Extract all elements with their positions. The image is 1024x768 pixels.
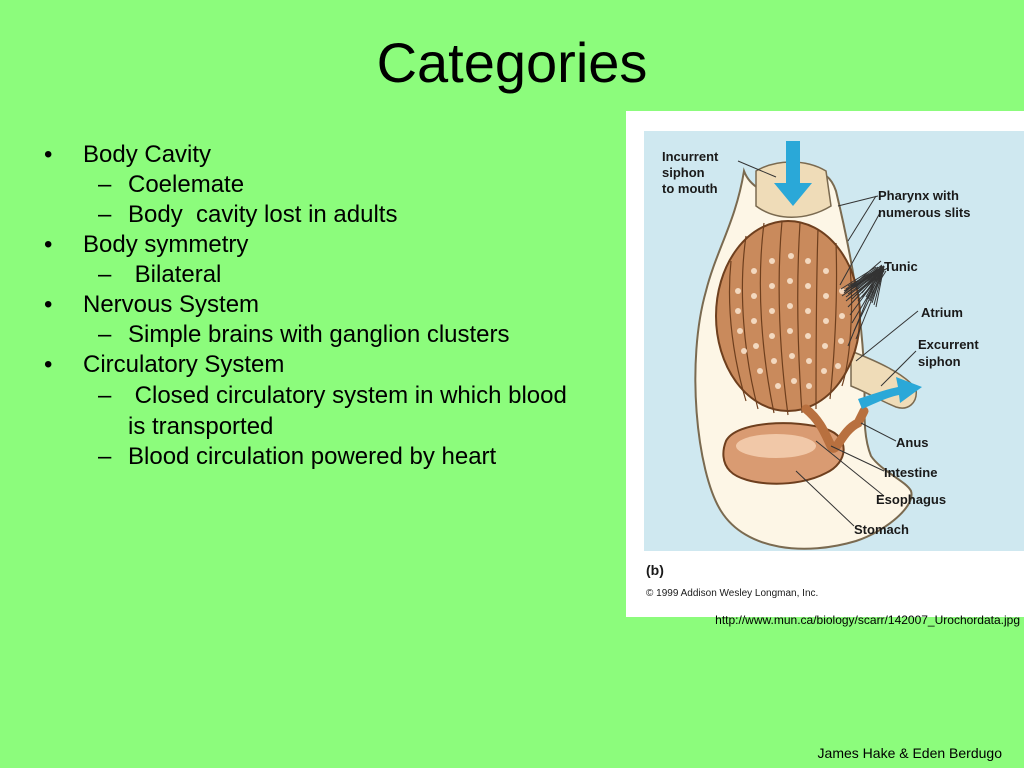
sub-bullet-text: Coelemate xyxy=(128,171,245,198)
sub-bullet-text: Simple brains with ganglion clusters xyxy=(128,321,510,348)
bullet-nervous-system: Nervous System xyxy=(44,290,604,320)
label-atrium: Atrium xyxy=(921,305,963,320)
sub-bullet-text: Closed circulatory system in which blood… xyxy=(128,382,574,440)
bullet-body-symmetry: Body symmetry xyxy=(44,230,604,260)
pharynx xyxy=(715,220,861,412)
sub-bullet-text: Bilateral xyxy=(128,261,222,288)
label-incurrent-2: siphon xyxy=(662,165,705,180)
label-excurrent-1: Excurrent xyxy=(918,337,979,352)
tunicate-illustration: Incurrent siphon to mouth Pharynx with n… xyxy=(644,131,1024,599)
sub-bullet-text: Blood circulation powered by heart xyxy=(128,443,497,470)
slide-title: Categories xyxy=(376,31,648,94)
excurrent-flow-arrow xyxy=(858,377,922,409)
label-intestine: Intestine xyxy=(884,465,937,480)
label-esophagus: Esophagus xyxy=(876,492,946,507)
incurrent-flow-arrow xyxy=(774,141,812,206)
stomach-inner xyxy=(736,434,816,458)
figure-source-url: http://www.mun.ca/biology/scarr/142007_U… xyxy=(715,613,1020,627)
pharynx-slit-dots xyxy=(735,253,845,389)
sub-bullet-closed-circulatory: – Closed circulatory system in which blo… xyxy=(98,382,574,440)
bullet-list: Body Cavity –Coelemate –Body cavity lost… xyxy=(44,140,604,472)
pharynx-slits xyxy=(728,220,853,416)
sub-bullet-heart: –Blood circulation powered by heart xyxy=(98,443,497,470)
sub-bullet-bilateral: – Bilateral xyxy=(98,261,222,288)
sub-bullet-body-cavity-lost: –Body cavity lost in adults xyxy=(98,201,398,228)
label-incurrent-3: to mouth xyxy=(662,181,718,196)
label-incurrent-1: Incurrent xyxy=(662,149,719,164)
label-pharynx-1: Pharynx with xyxy=(878,188,959,203)
sub-bullet-simple-brains: –Simple brains with ganglion clusters xyxy=(98,321,510,348)
bullet-body-cavity: Body Cavity xyxy=(44,140,604,170)
label-stomach: Stomach xyxy=(854,522,909,537)
slide-author: James Hake & Eden Berdugo xyxy=(817,745,1002,761)
sub-bullet-coelemate: –Coelemate xyxy=(98,171,245,198)
leader-lines xyxy=(737,160,919,527)
label-excurrent-2: siphon xyxy=(918,354,961,369)
label-pharynx-2: numerous slits xyxy=(878,205,970,220)
figure-copyright: © 1999 Addison Wesley Longman, Inc. xyxy=(646,588,818,599)
bullet-circulatory-system: Circulatory System xyxy=(44,350,604,380)
label-tunic: Tunic xyxy=(884,259,918,274)
panel-label: (b) xyxy=(646,562,664,578)
sub-bullet-text: Body cavity lost in adults xyxy=(128,201,398,228)
tunicate-diagram: Incurrent siphon to mouth Pharynx with n… xyxy=(626,111,1024,617)
label-anus: Anus xyxy=(896,435,929,450)
